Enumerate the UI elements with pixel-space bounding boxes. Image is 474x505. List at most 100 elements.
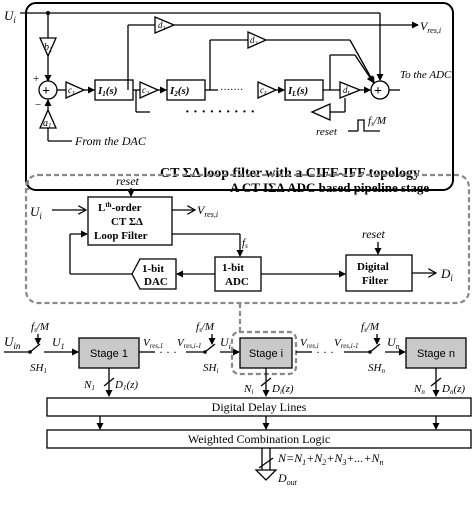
stagei-bus-tick	[260, 377, 272, 387]
fs-m1-label: fs/M	[31, 321, 50, 334]
b1-label: b1	[44, 42, 53, 54]
loop-filter-border	[25, 2, 454, 191]
filter-reset-label: reset	[116, 174, 140, 188]
integrator-2-label: I2(s)	[169, 85, 189, 98]
vresi-label: Vres,i	[300, 337, 319, 350]
pipeline-dots-1: · · ·	[159, 345, 177, 359]
pipeline-dots-2: · · ·	[316, 345, 334, 359]
stage-i-highlight	[230, 330, 298, 376]
shn-label: SHn	[368, 362, 385, 375]
stage-input-label: Ui	[30, 204, 42, 221]
stage-vres-label: Vres,i	[197, 203, 218, 219]
u1-label: U1	[52, 335, 65, 351]
stage-1-label: Stage 1	[90, 348, 128, 360]
dac-line2: DAC	[144, 276, 168, 288]
cl-gain-triangle	[257, 80, 278, 100]
fs-mn-label: fs/M	[361, 321, 380, 334]
d2-to-sum-line	[349, 39, 375, 84]
uin-label: Uin	[4, 334, 21, 351]
dl-tap-to-sum-line	[354, 54, 374, 83]
adc-block	[214, 256, 262, 292]
dout-arrowhead	[254, 469, 278, 481]
vres1-label: Vres,1	[143, 337, 163, 350]
sum-node-2-plus: +	[374, 84, 382, 99]
loop-filter-block	[87, 196, 173, 246]
a1-label: a1	[43, 118, 52, 130]
c1-label: c1	[68, 85, 75, 97]
combination-block	[46, 429, 472, 449]
stage-output-label: Di	[440, 266, 453, 283]
dout-bus-tick	[258, 457, 274, 469]
c1-gain-triangle	[65, 80, 86, 100]
dl-gain-triangle	[339, 81, 362, 99]
d1z-label: D1(z)	[114, 379, 138, 392]
sh1-switch	[29, 343, 41, 353]
from-dac-label: From the DAC	[74, 134, 147, 148]
stage-detail-border	[24, 173, 471, 305]
sum-node-1-plus: +	[42, 84, 50, 99]
shn-pivot	[368, 350, 372, 354]
dout-label: Dout	[277, 471, 298, 487]
nn-label: Nn	[413, 383, 425, 396]
d1-label: d1	[158, 20, 166, 32]
d1-gain-triangle	[154, 16, 176, 34]
dnz-label: Dn(z)	[441, 383, 465, 396]
d2-label: d2	[250, 35, 258, 47]
cl-label: cL	[260, 85, 268, 97]
stage-detail-title: A CT IΣΔ ADC based pipeline stage	[230, 180, 429, 195]
integrator-l-label: IL(s)	[287, 85, 308, 98]
loop-filter-input-label: Ui	[4, 8, 16, 25]
feedback-gain-triangle	[310, 102, 331, 122]
n-sum-label: N=N1+N2+N3+...+Nn	[277, 451, 384, 467]
stage-i-block	[239, 337, 293, 369]
integrator-1-label: I1(s)	[97, 85, 117, 98]
sh1-pivot	[28, 350, 32, 354]
stage-i-label: Stage i	[249, 348, 283, 360]
adc-line2: ADC	[225, 276, 249, 288]
fs-m-label: fs/M	[368, 115, 387, 128]
sum-node-1-top-sign: +	[33, 73, 39, 85]
adc-line1: 1-bit	[222, 262, 244, 274]
c2-gain-triangle	[139, 80, 160, 100]
ui-label: Ui	[220, 335, 231, 351]
df-line2: Filter	[362, 275, 388, 287]
ni-label: Ni	[243, 383, 253, 396]
delay-lines-label: Digital Delay Lines	[212, 400, 307, 414]
df-reset-label: reset	[362, 227, 386, 241]
vres-label: Vres,i	[420, 19, 441, 35]
b1-gain-triangle	[38, 37, 58, 58]
fs-mi-label: fs/M	[196, 321, 215, 334]
stage-fs-label: fs	[242, 237, 248, 250]
loop-filter-title: CT ΣΔ loop filter with a CIFF-IFF topolo…	[160, 166, 420, 181]
dl-label: dL	[343, 85, 352, 97]
loop-filter-line1: Lth-order	[98, 201, 142, 214]
n1-label: N1	[83, 379, 95, 392]
sh1-label: SH1	[30, 362, 47, 375]
loop-filter-line3: Loop Filter	[94, 230, 148, 242]
shi-label: SHi	[203, 362, 218, 375]
loop-filter-panel: Ui b1 + + − a1 From the DAC c1 I1(s) c2	[4, 2, 454, 191]
diz-label: Di(z)	[271, 383, 294, 396]
un-label: Un	[387, 335, 400, 351]
df-line1: Digital	[357, 261, 389, 273]
shn-switch	[369, 343, 381, 353]
vresnm1-label: Vres,i-1	[334, 337, 359, 350]
stage-n-block	[405, 337, 467, 369]
feedback-dots: · · · · · · · · ·	[185, 105, 255, 120]
sum-node-1-bottom-sign: −	[35, 99, 41, 111]
shi-switch	[204, 343, 216, 353]
vresim1-label: Vres,i-1	[177, 337, 202, 350]
to-adc-label: To the ADC	[400, 69, 452, 81]
c2-label: c2	[142, 85, 149, 97]
stage1-bus-tick	[103, 377, 115, 387]
reset-pulse-icon	[357, 119, 380, 132]
stage-1-block	[78, 337, 140, 369]
reset-label: reset	[316, 126, 338, 138]
shi-pivot	[203, 350, 207, 354]
pipeline-panel: Uin fs/M SH1 U1 Stage 1 Vres,1 · · · Vre…	[4, 321, 472, 487]
chain-dots: ·······	[220, 85, 243, 96]
d2-gain-triangle	[247, 30, 268, 50]
combination-label: Weighted Combination Logic	[188, 432, 330, 446]
loop-filter-line2: CT ΣΔ	[111, 216, 143, 228]
